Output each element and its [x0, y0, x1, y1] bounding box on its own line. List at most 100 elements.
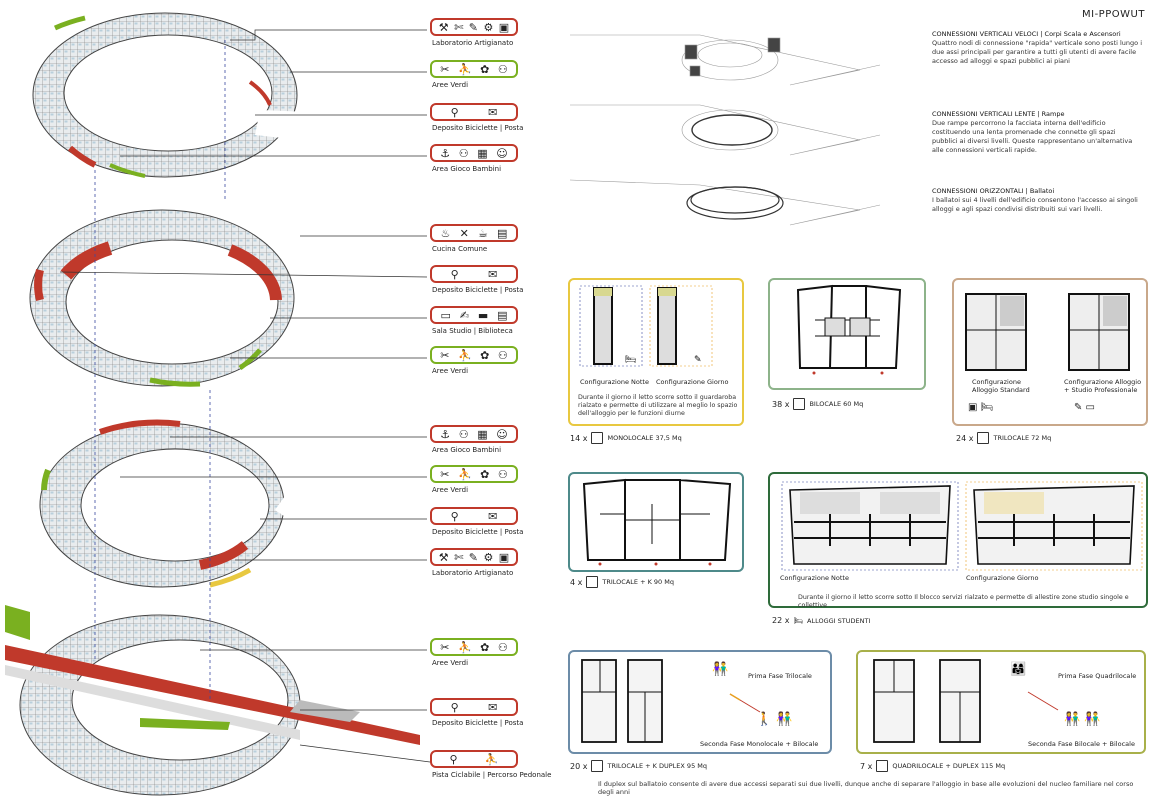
trilocale-k-count: 4 x: [570, 577, 583, 587]
connection-block-3: CONNESSIONI ORIZZONTALI | Ballatoi I bal…: [932, 187, 1142, 214]
connection-body: Due rampe percorrono la facciata interna…: [932, 119, 1133, 154]
legend-label: Laboratorio Artigianato: [432, 569, 514, 577]
legend-symbol-icon: ⚇: [497, 348, 508, 362]
legend-symbol-icon: ⛹: [457, 62, 472, 76]
duplex-tri-fase1: Prima Fase Trilocale: [748, 672, 812, 680]
legend-symbol-icon: ✕: [459, 226, 469, 240]
monolocale-plans: 🛏 ✎: [579, 285, 713, 367]
legend-symbol-icon: ✉: [488, 105, 498, 119]
legend-icon-box: ♨ ✕ ☕ ▤: [430, 224, 518, 242]
legend-symbol-icon: ✂: [440, 348, 450, 362]
desk-icon: ✎ ▭: [1074, 402, 1096, 413]
legend-symbol-icon: ▦: [477, 427, 488, 441]
house-icon: [586, 576, 599, 588]
card-studenti: Configurazione Notte Configurazione Gior…: [768, 472, 1148, 609]
bilocale-plan: [796, 284, 902, 375]
legend-label: Deposito Biciclette | Posta: [432, 719, 524, 727]
legend-symbol-icon: ✎: [468, 20, 478, 34]
trilocale-caption-standard: Configurazione Alloggio Standard: [972, 378, 1030, 394]
bilocale-name: BILOCALE 60 Mq: [809, 400, 864, 408]
connection-diagrams: [569, 34, 881, 226]
monolocale-name: MONOLOCALE 37,5 Mq: [607, 434, 682, 442]
bilocale-count: 38 x: [772, 399, 790, 409]
legend-label: Laboratorio Artigianato: [432, 39, 514, 47]
legend-label: Deposito Biciclette | Posta: [432, 528, 524, 536]
legend-symbol-icon: ⛹: [457, 348, 472, 362]
legend-symbol-icon: ✂: [440, 467, 450, 481]
legend-label: Aree Verdi: [432, 659, 469, 667]
legend-symbol-icon: ▬: [477, 308, 489, 322]
legend-symbol-icon: ⚲: [449, 752, 458, 766]
house-icon: [591, 432, 604, 444]
legend-symbol-icon: ▣: [498, 20, 510, 34]
legend-symbol-icon: ⚒: [438, 550, 449, 564]
svg-text:✎: ✎: [694, 355, 702, 365]
card-bilocale: [768, 278, 926, 390]
connection-heading: CONNESSIONI ORIZZONTALI | Ballatoi: [932, 187, 1055, 195]
legend-icon-box: ⚲✉: [430, 698, 518, 716]
legend-icon-box: ⚲✉: [430, 265, 518, 283]
person-icon: 🚶 👫: [756, 712, 793, 727]
legend-symbol-icon: ⛹: [457, 640, 472, 654]
legend-symbol-icon: ✿: [480, 348, 490, 362]
legend-icon-box: ⚲✉: [430, 103, 518, 121]
house-icon: [793, 398, 806, 410]
studenti-caption-day: Configurazione Giorno: [966, 574, 1039, 582]
legend-symbol-icon: ⚲: [450, 509, 459, 523]
legend-symbol-icon: ✿: [480, 62, 490, 76]
duplex-quad-count-row: 7 x QUADRILOCALE + DUPLEX 115 Mq: [860, 760, 1005, 772]
legend-symbol-icon: ⛹: [457, 467, 472, 481]
trilocale-k-count-row: 4 x TRILOCALE + K 90 Mq: [570, 576, 674, 588]
legend-symbol-icon: ▣: [498, 550, 510, 564]
duplex-quad-fase2: Seconda Fase Bilocale + Bilocale: [1028, 740, 1135, 748]
legend-symbol-icon: ✄: [454, 20, 464, 34]
house-icon: [876, 760, 889, 772]
alignment-lines: [94, 40, 226, 700]
legend-symbol-icon: ▤: [497, 226, 508, 240]
duplex-tri-count: 20 x: [570, 761, 588, 771]
legend-symbol-icon: ✎: [468, 550, 478, 564]
legend-symbol-icon: ✉: [488, 700, 498, 714]
legend-icon-box: ▭✍▬▤: [430, 306, 518, 324]
trilocale-plans: [965, 293, 1130, 371]
legend-symbol-icon: ✍: [459, 308, 469, 322]
couple-icon: 👫 👫: [1064, 712, 1101, 727]
duplex-quad-name: QUADRILOCALE + DUPLEX 115 Mq: [892, 762, 1006, 770]
legend-label: Aree Verdi: [432, 81, 469, 89]
ring-level-2: [29, 209, 295, 387]
duplex-quad-fase1: Prima Fase Quadrilocale: [1058, 672, 1137, 680]
legend-symbol-icon: ✉: [488, 509, 498, 523]
legend-symbol-icon: ✂: [440, 62, 450, 76]
ring-level-3: [39, 419, 320, 588]
connection-body: I ballatoi sui 4 livelli dell'edificio c…: [932, 196, 1138, 213]
legend-symbol-icon: ☺: [496, 146, 508, 160]
legend-label: Aree Verdi: [432, 367, 469, 375]
connection-heading: CONNESSIONI VERTICALI VELOCI | Corpi Sca…: [932, 30, 1121, 38]
legend-icon-box: ✂⛹✿⚇: [430, 60, 518, 78]
trilocale-k-plan: [582, 478, 732, 566]
trilocale-caption-studio: Configurazione Alloggio + Studio Profess…: [1064, 378, 1142, 394]
legend-symbol-icon: ✄: [454, 550, 464, 564]
oven-icon: ▣ 🛏: [968, 402, 994, 413]
legend-symbol-icon: ⚇: [497, 467, 508, 481]
studenti-count-row: 22 x 🛏 ALLOGGI STUDENTI: [772, 616, 870, 625]
card-duplex-quadrilocale: 👨‍👩‍👧 Prima Fase Quadrilocale 👫 👫 Second…: [856, 650, 1146, 754]
trilocale-count: 24 x: [956, 433, 974, 443]
legend-symbol-icon: ⚓: [440, 427, 451, 441]
legend-symbol-icon: ⚇: [458, 146, 469, 160]
bed-icon: 🛏: [793, 616, 803, 625]
legend-label: Cucina Comune: [432, 245, 488, 253]
monolocale-count: 14 x: [570, 433, 588, 443]
legend-symbol-icon: ✿: [480, 467, 490, 481]
legend-icon-box: ⚓⚇▦☺: [430, 425, 518, 443]
duplex-trilocale-plans: [581, 659, 761, 743]
legend-symbol-icon: ▤: [497, 308, 508, 322]
legend-symbol-icon: ☕: [477, 226, 488, 240]
trilocale-k-name: TRILOCALE + K 90 Mq: [602, 578, 674, 586]
legend-symbol-icon: ⚙: [483, 20, 494, 34]
legend-symbol-icon: ⚇: [497, 640, 508, 654]
svg-text:🛏: 🛏: [625, 355, 636, 365]
duplex-tri-name: TRILOCALE + K DUPLEX 95 Mq: [607, 762, 707, 770]
legend-symbol-icon: ♨: [440, 226, 451, 240]
